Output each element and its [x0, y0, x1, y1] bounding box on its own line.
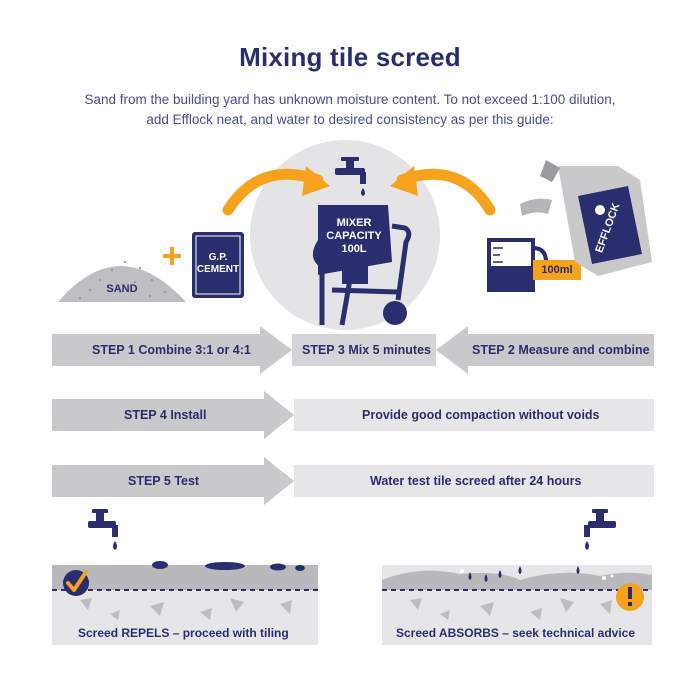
- cement-label-line-1: G.P.: [208, 252, 228, 263]
- step-arrows: [52, 326, 654, 505]
- left-curved-arrow-icon: [222, 166, 330, 216]
- step3-label: STEP 3 Mix 5 minutes: [302, 343, 431, 357]
- mixer-label-line-3: 100L: [341, 243, 367, 255]
- right-curved-arrow-icon: [390, 166, 496, 216]
- tap-icon: [335, 157, 366, 196]
- check-badge-icon: [63, 570, 89, 596]
- step5-arrow: [52, 457, 294, 505]
- sand-pile-icon: [58, 260, 186, 302]
- step4-desc-bar: [294, 399, 654, 431]
- step5-label: STEP 5 Test: [128, 474, 200, 488]
- step4-label: STEP 4 Install: [124, 408, 207, 422]
- subtitle-line-1: Sand from the building yard has unknown …: [84, 92, 616, 107]
- mixer-label-line-1: MIXER: [336, 217, 372, 229]
- cement-bag-icon: [192, 232, 244, 298]
- subtitle: Sand from the building yard has unknown …: [60, 90, 640, 130]
- repels-caption: Screed REPELS – proceed with tiling: [78, 626, 289, 640]
- step5-description: Water test tile screed after 24 hours: [370, 474, 582, 488]
- measure-label: 100ml: [541, 264, 573, 276]
- tap-left-icon: [88, 509, 118, 550]
- absorbs-caption: Screed ABSORBS – seek technical advice: [396, 626, 636, 640]
- measuring-jug-icon: [487, 238, 581, 292]
- cement-label-line-2: CEMENT: [196, 264, 240, 275]
- absorbs-panel: [382, 565, 652, 645]
- step4-description: Provide good compaction without voids: [362, 408, 600, 422]
- repels-panel: [52, 561, 318, 645]
- tap-right-icon: [584, 509, 616, 550]
- page-title: Mixing tile screed: [239, 42, 461, 72]
- step1-label: STEP 1 Combine 3:1 or 4:1: [92, 343, 251, 357]
- sand-label: SAND: [106, 283, 138, 295]
- efflock-bottle-icon: [520, 160, 652, 276]
- step2-arrow: [436, 326, 654, 374]
- step3-bar: [292, 334, 436, 366]
- warning-badge-icon: [616, 583, 644, 611]
- step1-arrow: [52, 326, 292, 374]
- concrete-mixer-icon: [312, 205, 412, 326]
- step5-desc-bar: [294, 465, 654, 497]
- step4-arrow: [52, 391, 294, 439]
- mixer-label-line-2: CAPACITY: [326, 230, 382, 242]
- subtitle-line-2: add Efflock neat, and water to desired c…: [146, 112, 554, 127]
- mixer-capacity-label: MIXER CAPACITY 100L: [318, 217, 390, 256]
- cement-label: G.P. CEMENT: [192, 252, 244, 276]
- plus-icon: [163, 247, 181, 265]
- step2-label: STEP 2 Measure and combine: [472, 343, 650, 357]
